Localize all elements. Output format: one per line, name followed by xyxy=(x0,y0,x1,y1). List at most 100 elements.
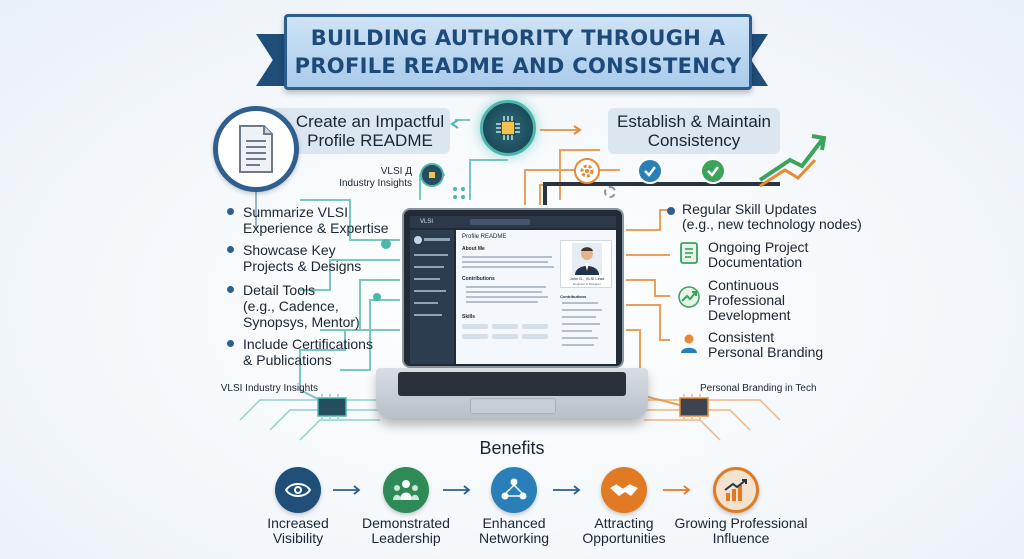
readme-item-line: Projects & Designs xyxy=(243,258,362,274)
consistency-item-line: Ongoing Project xyxy=(708,239,809,255)
benefit-label-line: Influence xyxy=(712,530,770,546)
text-line xyxy=(466,286,546,288)
vlsi-bottom-label: VLSI Industry Insights xyxy=(220,383,318,394)
consistency-item-line: Development xyxy=(708,307,791,323)
text-line xyxy=(462,266,554,268)
readme-item-showcase: Showcase Key Projects & Designs xyxy=(227,242,361,274)
contribution-row xyxy=(562,344,594,346)
consistency-item-line: Continuous xyxy=(708,277,779,293)
consistency-item-line: Professional xyxy=(708,292,786,308)
contribution-row xyxy=(562,302,598,304)
arrow-right-icon xyxy=(553,485,581,495)
readme-item-line: Detail Tools xyxy=(243,282,316,298)
small-chip-icon xyxy=(420,163,444,187)
readme-item-line: (e.g., Cadence, xyxy=(243,298,339,314)
consistency-item-skills: Regular Skill Updates (e.g., new technol… xyxy=(682,202,862,232)
contributions-right-heading: Contributions xyxy=(560,294,587,299)
screen-search-bar xyxy=(470,219,530,225)
benefit-label-line: Enhanced xyxy=(482,515,546,531)
benefit-label-visibility: Increased Visibility xyxy=(223,516,373,546)
document-list-icon xyxy=(680,242,698,264)
small-gear-icon xyxy=(604,186,616,198)
sidebar-line xyxy=(414,290,446,292)
growth-arrow-icon xyxy=(678,286,700,308)
vlsi-side-label-line-1: VLSI Д xyxy=(380,166,412,177)
text-line xyxy=(466,296,548,298)
dot-icon xyxy=(667,207,675,215)
readme-item-line: & Publications xyxy=(243,352,332,368)
skills-heading: Skills xyxy=(462,314,476,320)
sidebar-line xyxy=(424,238,450,241)
about-heading: About Me xyxy=(462,246,485,252)
profile-photo xyxy=(572,243,602,275)
handshake-icon xyxy=(601,467,647,513)
readme-header-line-2: Profile README xyxy=(307,131,433,150)
consistency-item-line: Personal Branding xyxy=(708,344,824,360)
vlsi-side-label-line-2: Industry Insights xyxy=(339,178,412,189)
node-dot-icon xyxy=(381,239,391,249)
laptop-screen: VLSI Profile README About Me Contributio… xyxy=(402,208,624,368)
skill-tag xyxy=(462,334,488,339)
arrow-right-icon xyxy=(663,485,691,495)
consistency-item-branding: Consistent Personal Branding xyxy=(708,330,823,360)
consistency-header-line-1: Establish & Maintain xyxy=(616,112,772,131)
text-line xyxy=(462,256,552,258)
benefit-label-line: Growing Professional xyxy=(674,515,808,531)
benefit-label-line: Demonstrated xyxy=(362,515,450,531)
circuit-chip-icon xyxy=(317,394,347,420)
vlsi-side-label: VLSI Д Industry Insights xyxy=(318,166,412,190)
consistency-item-line: Consistent xyxy=(708,329,775,345)
benefit-label-line: Leadership xyxy=(371,530,441,546)
sidebar-line xyxy=(414,266,444,268)
check-icon xyxy=(700,158,726,184)
benefit-label-networking: Enhanced Networking xyxy=(439,516,589,546)
sidebar-line xyxy=(414,314,442,316)
title-line-1: BUILDING AUTHORITY THROUGH A xyxy=(310,26,726,50)
check-icon xyxy=(637,158,663,184)
processor-chip-icon xyxy=(480,100,536,156)
readme-item-line: Summarize VLSI xyxy=(243,204,349,220)
skill-tag xyxy=(492,334,518,339)
readme-item-line: Experience & Expertise xyxy=(243,220,389,236)
readme-preview: Profile README About Me Contributions Sk… xyxy=(456,230,616,364)
arrow-right-icon xyxy=(333,485,361,495)
bullet-dot xyxy=(227,340,234,347)
contribution-row xyxy=(562,330,592,332)
benefit-label-line: Visibility xyxy=(272,530,324,546)
readme-item-summarize: Summarize VLSI Experience & Expertise xyxy=(227,204,389,236)
contribution-row xyxy=(562,316,596,318)
bullet-dot xyxy=(227,208,234,215)
arrow-right-icon xyxy=(443,485,471,495)
consistency-section-header: Establish & Maintain Consistency xyxy=(608,108,780,154)
skill-tag xyxy=(522,324,548,329)
readme-section-header: Create an Impactful Profile README xyxy=(270,108,450,154)
consistency-item-line: Regular Skill Updates xyxy=(682,201,817,217)
bar-chart-icon xyxy=(713,467,759,513)
readme-header-line-1: Create an Impactful xyxy=(295,112,445,131)
text-line xyxy=(466,291,542,293)
benefit-label-line: Increased xyxy=(267,515,329,531)
title-banner: BUILDING AUTHORITY THROUGH A PROFILE REA… xyxy=(284,14,752,90)
person-icon xyxy=(681,334,697,353)
contribution-row xyxy=(562,309,602,311)
contributions-heading: Contributions xyxy=(462,276,495,282)
contribution-row xyxy=(562,337,598,339)
screen-brand: VLSI xyxy=(420,219,434,225)
profile-name: John D., VLSI Lead xyxy=(569,276,605,281)
laptop-touchpad xyxy=(470,398,556,414)
profile-card: John D., VLSI Lead Engineer & Designer xyxy=(560,240,612,288)
consistency-item-development: Continuous Professional Development xyxy=(708,278,791,323)
sidebar-line xyxy=(414,254,448,256)
network-icon xyxy=(491,467,537,513)
branding-bottom-label: Personal Branding in Tech xyxy=(700,383,817,394)
eye-icon xyxy=(275,467,321,513)
readme-item-line: Synopsys, Mentor) xyxy=(243,314,360,330)
skill-tag xyxy=(492,324,518,329)
gear-icon xyxy=(574,158,600,184)
readme-item-line: Include Certifications xyxy=(243,336,373,352)
consistency-item-line: (e.g., new technology nodes) xyxy=(682,216,862,232)
team-leader-icon xyxy=(383,467,429,513)
readme-item-tools: Detail Tools (e.g., Cadence, Synopsys, M… xyxy=(227,282,360,330)
benefit-label-influence: Growing Professional Influence xyxy=(666,516,816,546)
